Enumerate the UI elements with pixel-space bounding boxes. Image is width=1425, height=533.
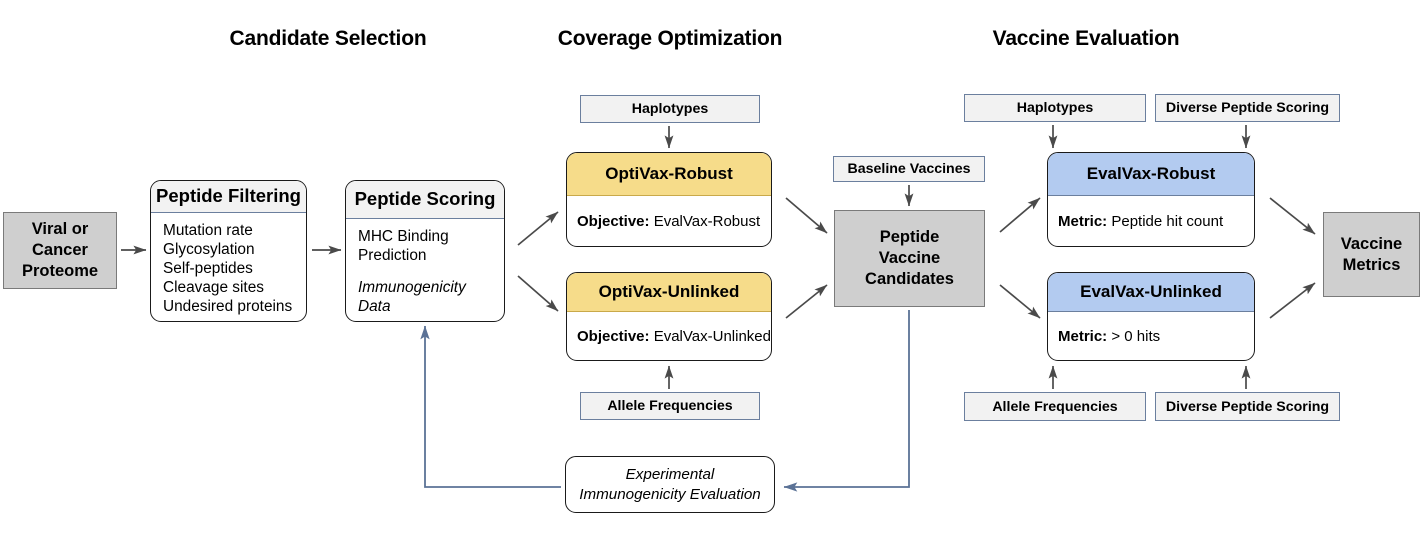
metric-label: Metric: — [1058, 212, 1108, 230]
section-title-vaccine-evaluation: Vaccine Evaluation — [992, 27, 1180, 50]
input-baseline-vaccines: Baseline Vaccines — [833, 156, 985, 182]
objective-value: EvalVax-Unlinked — [653, 327, 771, 345]
candidates-line-3: Candidates — [865, 269, 954, 288]
list-item: Self-peptides — [163, 259, 253, 277]
arrow-evalvax-unlinked-to-metrics — [1269, 282, 1316, 319]
proteome-line-3: Proteome — [21, 261, 99, 280]
input-allele-frequencies-coverage: Allele Frequencies — [580, 392, 760, 420]
arrow-optivax-unlinked-to-candidates — [785, 284, 828, 319]
evalvax-unlinked-card: EvalVax-Unlinked Metric: > 0 hits — [1047, 272, 1255, 361]
input-haplotypes-coverage: Haplotypes — [580, 95, 760, 123]
proteome-line-2: Cancer — [32, 241, 88, 260]
objective-label: Objective: — [577, 327, 650, 345]
list-item: Glycosylation — [163, 240, 255, 258]
peptide-scoring-list: MHC Binding Prediction Immunogenicity Da… — [346, 219, 504, 321]
arrow-candidates-to-experimental — [783, 310, 910, 492]
metric-label: Metric: — [1058, 327, 1108, 345]
arrow-candidates-to-evalvax-robust — [999, 197, 1041, 233]
arrow-scoring-to-optivax-robust — [517, 211, 559, 246]
evalvax-unlinked-title: EvalVax-Unlinked — [1048, 273, 1254, 312]
section-title-candidate-selection: Candidate Selection — [229, 27, 427, 50]
arrow-experimental-to-scoring — [420, 325, 561, 488]
metric-value: Peptide hit count — [1111, 212, 1224, 230]
optivax-robust-objective: Objective: EvalVax-Robust — [567, 196, 771, 246]
optivax-unlinked-title: OptiVax-Unlinked — [567, 273, 771, 312]
evalvax-unlinked-metric: Metric: > 0 hits — [1048, 312, 1254, 360]
list-item: Immunogenicity — [358, 278, 466, 296]
list-item: Prediction — [358, 246, 427, 264]
experimental-line-1: Experimental — [625, 465, 715, 483]
evalvax-robust-title: EvalVax-Robust — [1048, 153, 1254, 196]
objective-label: Objective: — [577, 212, 650, 230]
metric-value: > 0 hits — [1111, 327, 1161, 345]
experimental-line-2: Immunogenicity Evaluation — [579, 485, 761, 503]
input-allele-frequencies-eval: Allele Frequencies — [964, 392, 1146, 421]
list-item: MHC Binding — [358, 227, 449, 245]
peptide-filtering-card: Peptide Filtering Mutation rate Glycosyl… — [150, 180, 307, 322]
evalvax-robust-card: EvalVax-Robust Metric: Peptide hit count — [1047, 152, 1255, 247]
evalvax-robust-metric: Metric: Peptide hit count — [1048, 196, 1254, 246]
list-item: Mutation rate — [163, 221, 253, 239]
input-diverse-peptide-scoring-bottom: Diverse Peptide Scoring — [1155, 392, 1340, 421]
peptide-scoring-card: Peptide Scoring MHC Binding Prediction I… — [345, 180, 505, 322]
candidates-line-2: Vaccine — [878, 249, 941, 268]
input-haplotypes-eval: Haplotypes — [964, 94, 1146, 122]
optivax-robust-card: OptiVax-Robust Objective: EvalVax-Robust — [566, 152, 772, 247]
arrow-optivax-robust-to-candidates — [785, 197, 828, 234]
input-diverse-peptide-scoring-top: Diverse Peptide Scoring — [1155, 94, 1340, 122]
vaccine-metrics-block: Vaccine Metrics — [1323, 212, 1420, 297]
spacer — [358, 265, 504, 278]
objective-value: EvalVax-Robust — [653, 212, 761, 230]
proteome-line-1: Viral or — [31, 220, 89, 239]
optivax-robust-title: OptiVax-Robust — [567, 153, 771, 196]
vaccine-metrics-line-2: Metrics — [1342, 255, 1401, 274]
arrow-candidates-to-evalvax-unlinked — [999, 284, 1041, 319]
experimental-immunogenicity-box: Experimental Immunogenicity Evaluation — [565, 456, 775, 513]
optivax-unlinked-objective: Objective: EvalVax-Unlinked — [567, 312, 771, 360]
arrow-scoring-to-optivax-unlinked — [517, 275, 559, 312]
list-item: Data — [358, 297, 391, 315]
peptide-filtering-list: Mutation rate Glycosylation Self-peptide… — [151, 213, 306, 321]
peptide-scoring-title: Peptide Scoring — [346, 181, 504, 219]
peptide-filtering-title: Peptide Filtering — [151, 181, 306, 213]
arrow-evalvax-robust-to-metrics — [1269, 197, 1316, 235]
optivax-unlinked-card: OptiVax-Unlinked Objective: EvalVax-Unli… — [566, 272, 772, 361]
list-item: Cleavage sites — [163, 278, 264, 296]
section-title-coverage-optimization: Coverage Optimization — [557, 27, 783, 50]
peptide-vaccine-candidates-block: Peptide Vaccine Candidates — [834, 210, 985, 307]
proteome-block: Viral or Cancer Proteome — [3, 212, 117, 289]
candidates-line-1: Peptide — [879, 228, 940, 247]
vaccine-metrics-line-1: Vaccine — [1340, 234, 1403, 253]
list-item: Undesired proteins — [163, 297, 293, 315]
